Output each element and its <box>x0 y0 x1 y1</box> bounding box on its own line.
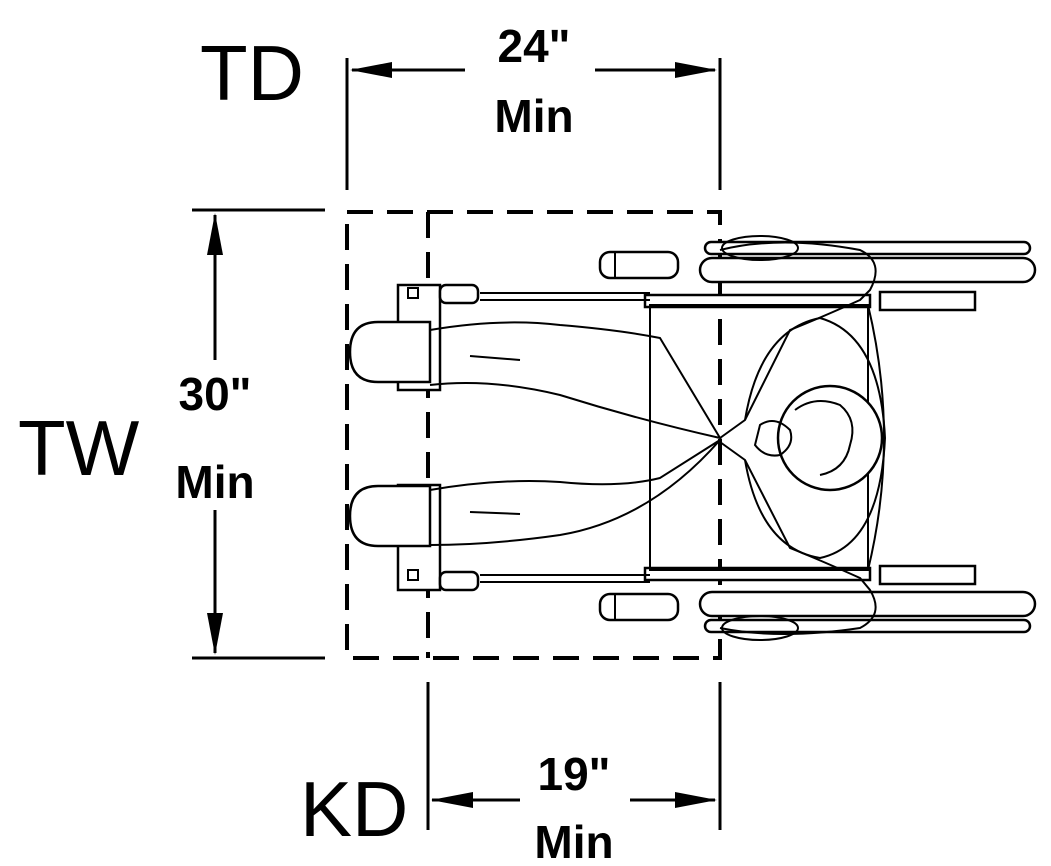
arm-bottom <box>719 441 877 635</box>
hand-top <box>721 235 799 261</box>
top-dim-unit: Min <box>494 90 573 142</box>
wheel-bottom-rim <box>703 618 1032 634</box>
footrest-top-bolt <box>407 287 419 299</box>
wheelchair-icon <box>348 235 1037 641</box>
top-dimension: TD 24" Min <box>200 20 722 190</box>
foot-bottom <box>348 484 432 548</box>
footrest-bottom-tab <box>438 570 480 592</box>
side-arrow-up-icon <box>207 213 223 255</box>
footrest-top-tab <box>438 283 480 305</box>
leg-bottom <box>429 439 721 546</box>
head <box>776 384 884 492</box>
handle-bottom <box>878 564 977 586</box>
bottom-dim-unit: Min <box>534 816 613 866</box>
side-dim-unit: Min <box>175 456 254 508</box>
wheel-top <box>698 256 1037 284</box>
top-arrow-right-icon <box>675 62 717 78</box>
kd-label: KD <box>300 765 408 853</box>
td-label: TD <box>200 29 304 117</box>
backrest <box>867 304 885 571</box>
torso <box>744 316 887 560</box>
bottom-dim-value: 19" <box>538 748 611 800</box>
tw-label: TW <box>18 404 140 492</box>
bottom-dimension: KD 19" Min <box>300 682 722 866</box>
clearance-box <box>345 210 722 660</box>
foot-top <box>348 320 432 384</box>
side-arrow-down-icon <box>207 613 223 655</box>
hair <box>794 400 854 476</box>
handle-top <box>878 290 977 312</box>
top-arrow-left-icon <box>350 62 392 78</box>
caster-bottom <box>598 592 680 622</box>
leg-bottom-line <box>469 511 521 515</box>
caster-top <box>598 250 680 280</box>
footrest-bottom-bolt <box>407 569 419 581</box>
side-dimension: TW 30" Min <box>18 208 325 660</box>
face <box>753 420 793 457</box>
wheel-bottom <box>698 590 1037 618</box>
top-dim-value: 24" <box>498 20 571 72</box>
hand-bottom <box>721 615 799 641</box>
bottom-arrow-right-icon <box>675 792 717 808</box>
leg-top-line <box>469 355 521 361</box>
leg-top <box>429 321 723 440</box>
side-dim-value: 30" <box>179 368 252 420</box>
bottom-arrow-left-icon <box>431 792 473 808</box>
